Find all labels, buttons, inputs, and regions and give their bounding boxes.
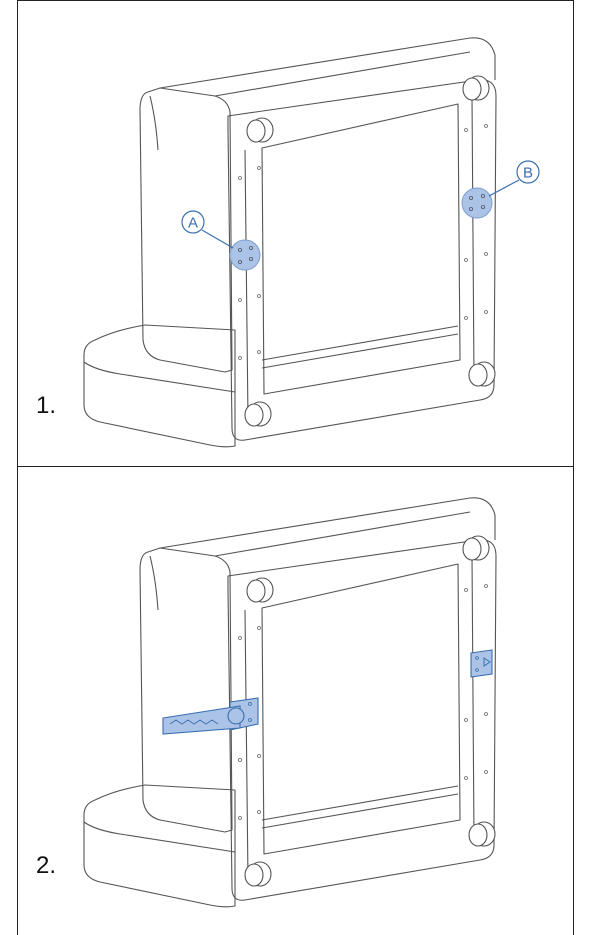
sofa-top	[159, 37, 496, 89]
step-2-illustration	[83, 497, 497, 908]
step-1-label: 1.	[36, 392, 57, 419]
step-1-illustration: A B	[83, 37, 540, 448]
callout-a: A	[188, 215, 198, 232]
callout-b: B	[523, 165, 533, 182]
frame-outer	[227, 539, 497, 901]
frame-inner	[261, 103, 461, 395]
back-cushion	[139, 87, 233, 373]
top-border	[17, 0, 574, 1]
back-cushion	[139, 547, 233, 833]
connector-bracket-left	[162, 697, 259, 735]
connector-bracket-right	[470, 649, 493, 678]
base-cushion	[83, 784, 236, 908]
base-cushion	[83, 324, 236, 448]
frame-inner	[261, 563, 461, 855]
step-divider	[17, 466, 574, 467]
frame-outer	[227, 79, 497, 441]
figure-frame	[17, 0, 574, 935]
sofa-top	[159, 497, 496, 549]
step-2-label: 2.	[36, 852, 57, 879]
mount-point-b: B	[461, 160, 540, 219]
mount-point-a: A	[181, 210, 261, 271]
